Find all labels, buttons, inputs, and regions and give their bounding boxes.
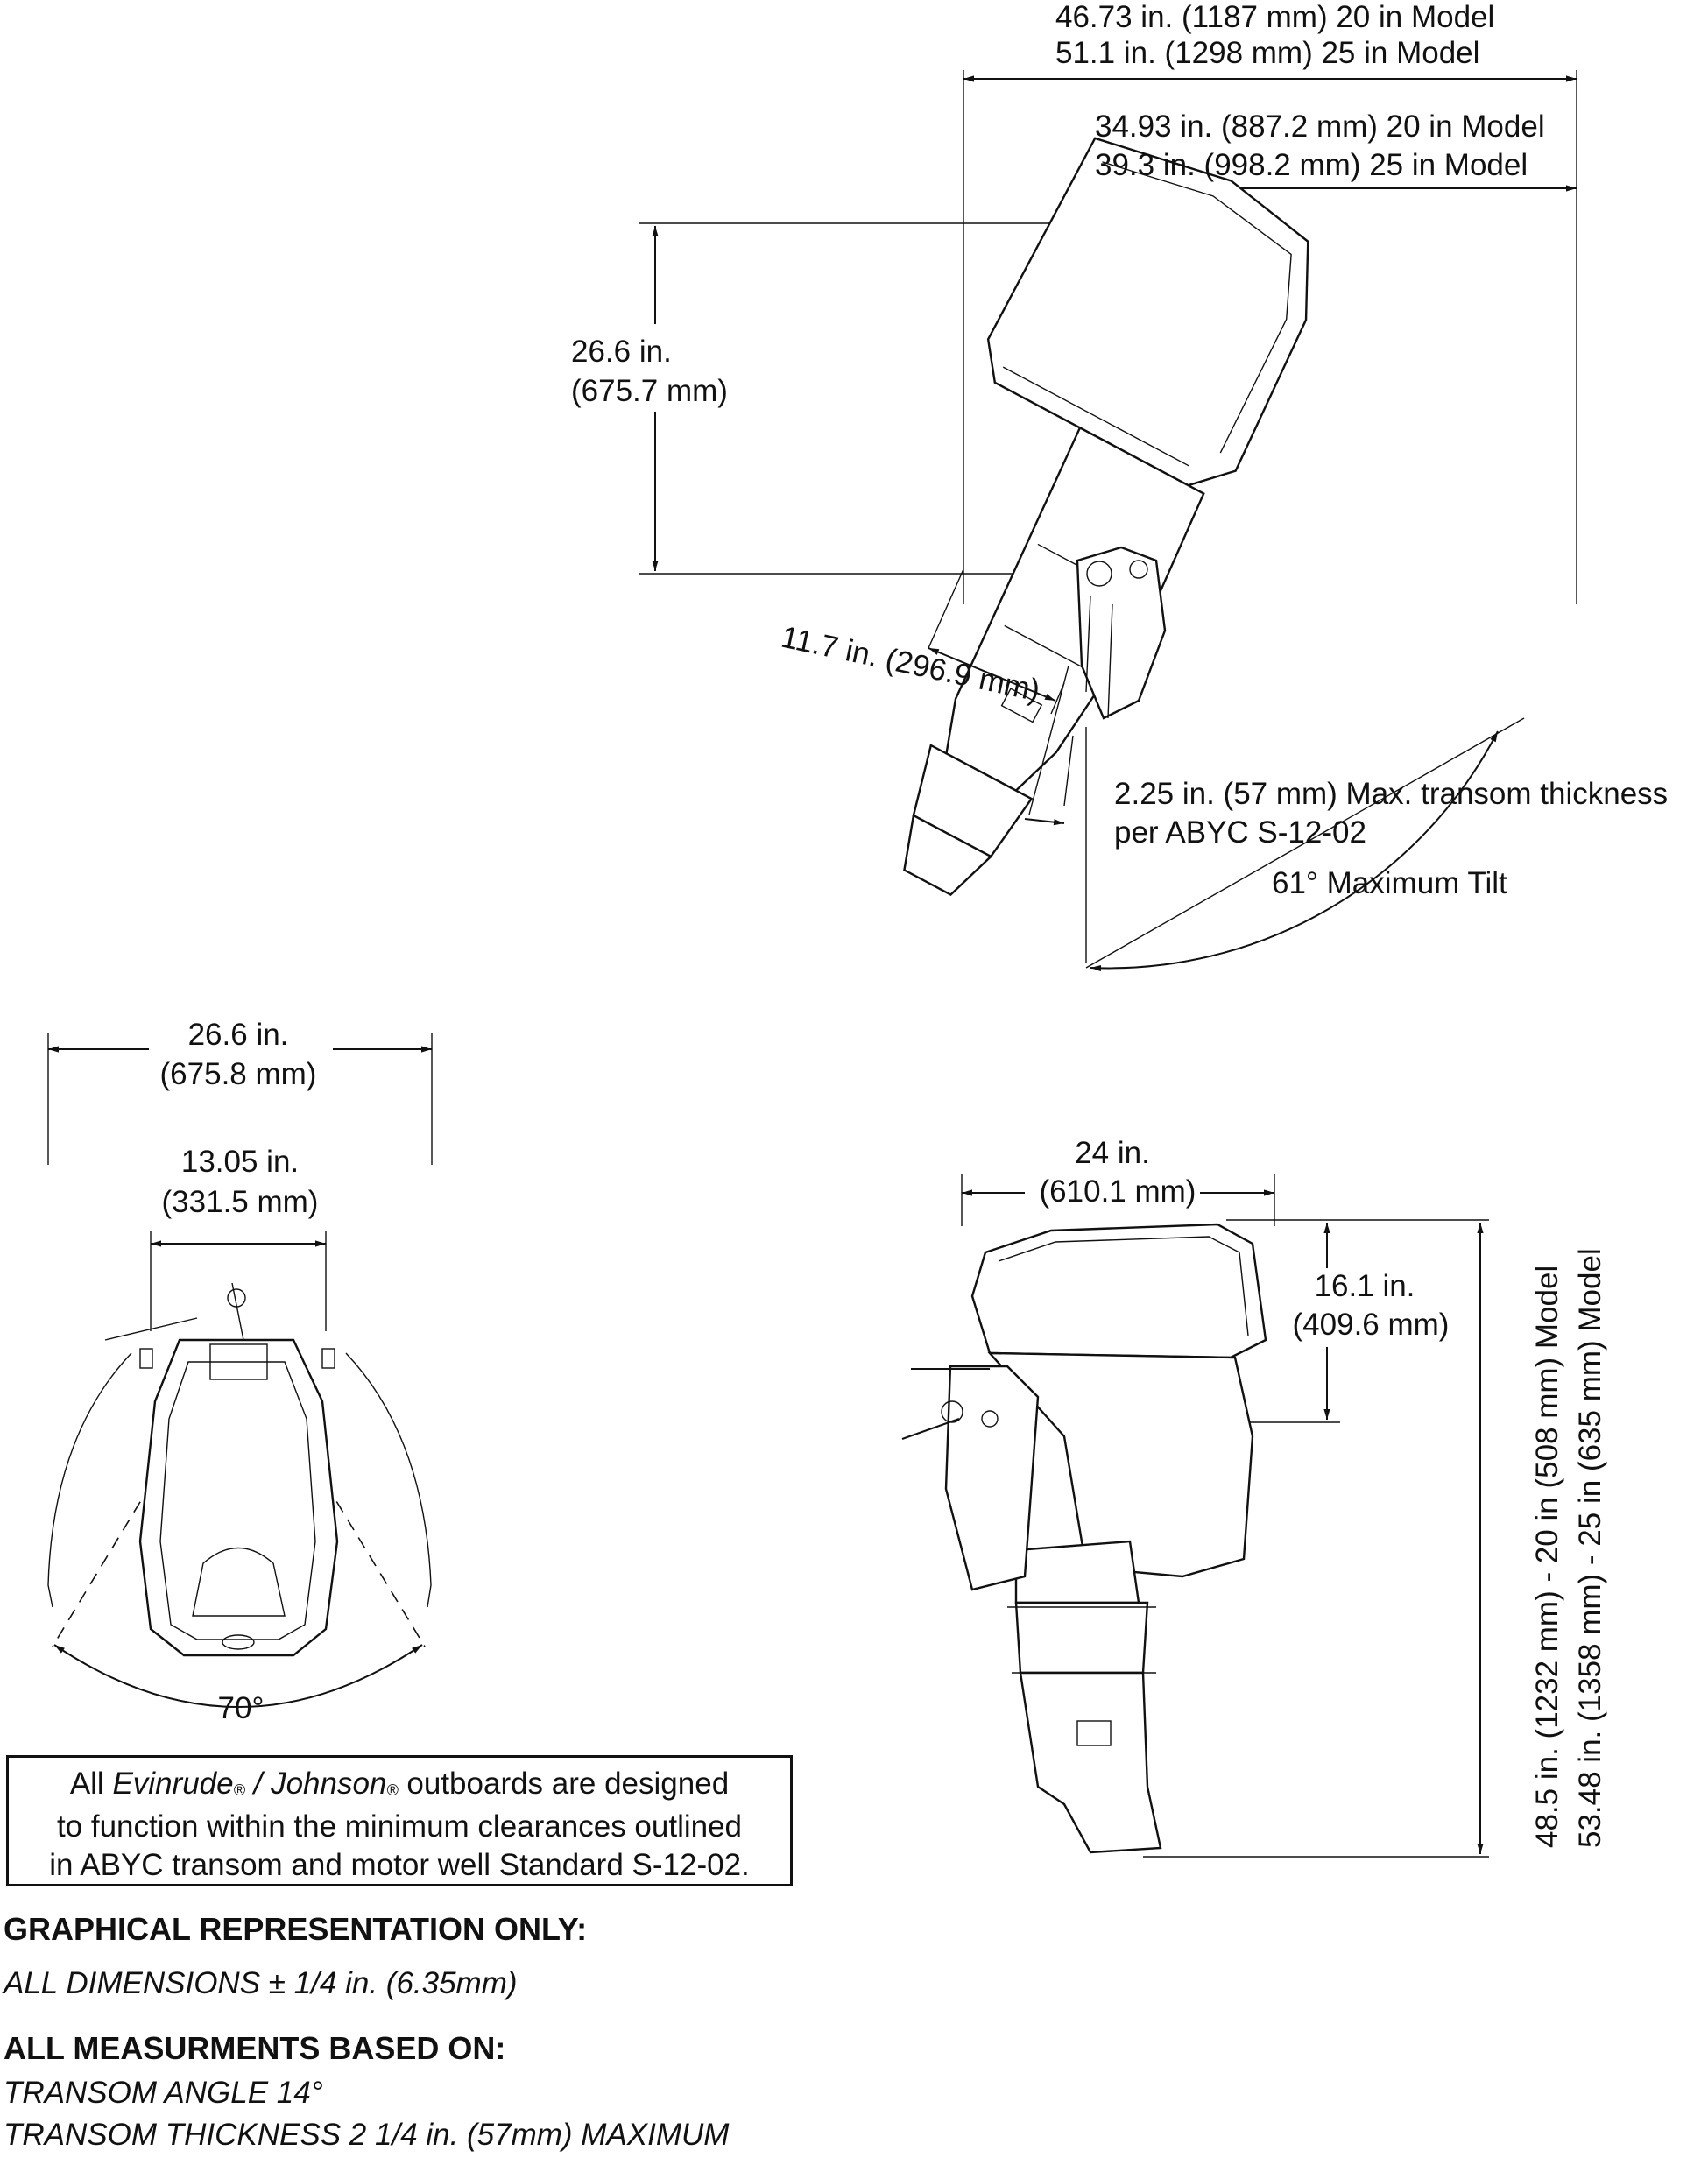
tilt-length-20-label: 34.93 in. (887.2 mm) 20 in Model bbox=[1095, 109, 1545, 144]
graphical-representation-heading: GRAPHICAL REPRESENTATION ONLY: bbox=[4, 1911, 588, 1947]
overall-length-20-label: 46.73 in. (1187 mm) 20 in Model bbox=[1055, 0, 1494, 34]
evinrude-brand: Evinrude® / Johnson® bbox=[112, 1767, 399, 1801]
top-view: 26.6 in. (675.8 mm) 13.05 in. (331.5 mm)… bbox=[47, 1016, 433, 1725]
tilt-length-25-label: 39.3 in. (998.2 mm) 25 in Model bbox=[1095, 148, 1528, 182]
notice-line-1: All Evinrude® / Johnson® outboards are d… bbox=[26, 1765, 773, 1808]
notice-line-2: to function within the minimum clearance… bbox=[56, 1809, 743, 1844]
upright-length-in-label: 24 in. bbox=[1075, 1136, 1150, 1170]
overall-height-20-label: 48.5 in. (1232 mm) - 20 in (508 mm) Mode… bbox=[1530, 1266, 1564, 1848]
upright-cowl bbox=[970, 1223, 1267, 1359]
swing-width-in-label: 26.6 in. bbox=[188, 1018, 289, 1052]
upright-side-view: 24 in. (610.1 mm) 16.1 in. (409.6 mm) 48… bbox=[901, 1136, 1607, 1858]
tolerance-line: ALL DIMENSIONS ± 1/4 in. (6.35mm) bbox=[4, 1966, 518, 2000]
swing-width-mm-label: (675.8 mm) bbox=[160, 1057, 317, 1091]
overall-height-25-label: 53.48 in. (1358 mm) - 25 in (635 mm) Mod… bbox=[1573, 1248, 1607, 1848]
transom-thickness-label-1: 2.25 in. (57 mm) Max. transom thickness bbox=[1114, 777, 1668, 811]
transom-angle-line: TRANSOM ANGLE 14° bbox=[4, 2076, 323, 2110]
tilted-height-in-label: 26.6 in. bbox=[571, 335, 672, 369]
clamp-offset-dimension-line bbox=[928, 647, 1056, 702]
notice-prefix: All bbox=[69, 1767, 104, 1801]
body-width-mm-label: (331.5 mm) bbox=[162, 1185, 319, 1219]
max-tilt-arc bbox=[1090, 730, 1499, 972]
notice-line-3: in ABYC transom and motor well Standard … bbox=[49, 1848, 750, 1882]
clearance-notice: All Evinrude® / Johnson® outboards are d… bbox=[6, 1755, 793, 1886]
clamp-bracket bbox=[1076, 546, 1167, 720]
cowl-height-in-label: 16.1 in. bbox=[1315, 1269, 1415, 1303]
upright-length-mm-label: (610.1 mm) bbox=[1040, 1174, 1196, 1209]
tilted-side-view: 46.73 in. (1187 mm) 20 in Model 51.1 in.… bbox=[568, 0, 1668, 972]
body-width-in-label: 13.05 in. bbox=[181, 1145, 299, 1179]
notice-line-1-tail: outboards are designed bbox=[406, 1767, 730, 1801]
max-tilt-label: 61° Maximum Tilt bbox=[1272, 866, 1507, 900]
transom-thickness-label-2: per ABYC S-12-02 bbox=[1114, 815, 1366, 850]
cowl-height-mm-label: (409.6 mm) bbox=[1293, 1308, 1450, 1342]
outboard-top-body bbox=[138, 1338, 339, 1657]
upright-clamp-bracket bbox=[944, 1365, 1040, 1591]
tilted-height-mm-label: (675.7 mm) bbox=[571, 374, 728, 408]
steering-angle-label: 70° bbox=[218, 1691, 265, 1725]
overall-length-25-label: 51.1 in. (1298 mm) 25 in Model bbox=[1055, 36, 1479, 70]
transom-thickness-line: TRANSOM THICKNESS 2 1/4 in. (57mm) MAXIM… bbox=[4, 2118, 730, 2152]
measurements-based-on-heading: ALL MEASURMENTS BASED ON: bbox=[4, 2030, 506, 2066]
steering-angle-arc bbox=[53, 1644, 423, 1708]
